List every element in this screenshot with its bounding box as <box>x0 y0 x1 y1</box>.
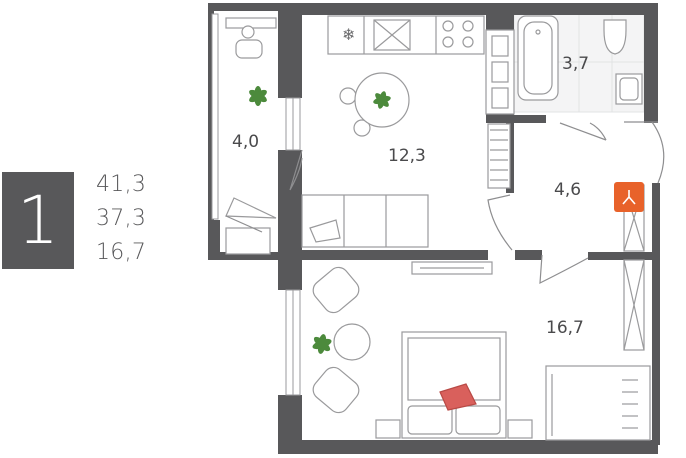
total-area: 41,3 <box>96 172 147 197</box>
balcony-area: 4,0 <box>232 132 260 152</box>
bathroom-fixtures <box>517 15 643 105</box>
kitchen-cabinet <box>485 29 515 189</box>
plant-icon <box>249 86 391 354</box>
sofa <box>301 194 429 248</box>
lounge-set <box>312 266 371 414</box>
bathroom-area: 3,7 <box>562 54 590 74</box>
room-area-sum: 16,7 <box>96 240 147 265</box>
living-area-sum: 37,3 <box>96 206 147 231</box>
kitchen-counter <box>327 15 485 55</box>
bedroom-area: 16,7 <box>546 318 584 338</box>
bed <box>375 331 533 439</box>
boiler-icon <box>614 182 644 212</box>
rooms-count-badge: 1 <box>2 172 74 269</box>
tv-stand <box>411 261 493 275</box>
freezer-icon: ❄ <box>342 25 355 44</box>
hallway-area: 4,6 <box>554 180 582 200</box>
doors <box>225 121 665 285</box>
dining-set <box>339 72 410 137</box>
kitchen-area: 12,3 <box>388 146 426 166</box>
rooms-count: 1 <box>17 182 59 259</box>
windows <box>211 13 301 396</box>
balcony-furniture <box>225 17 277 255</box>
closet <box>545 184 651 441</box>
